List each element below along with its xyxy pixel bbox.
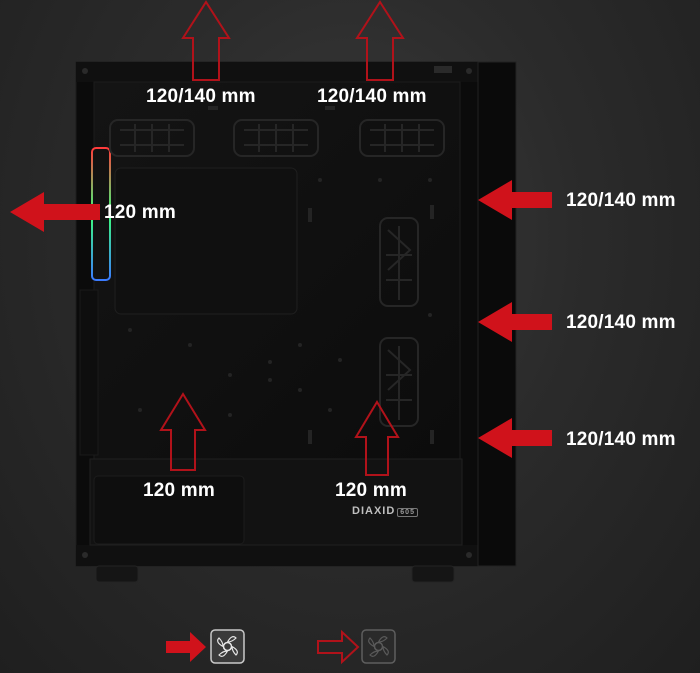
- case-body: [75, 61, 517, 583]
- top-fan-mounts: [109, 119, 445, 157]
- fan-intake-icon: [210, 629, 245, 664]
- front-fan-mounts: [379, 217, 419, 427]
- legend-solid-arrow: [166, 632, 206, 662]
- front-intake-arrow-bottom: [478, 418, 552, 458]
- front-middle-fan-label: 120/140 mm: [566, 312, 676, 333]
- top-left-fan-label: 120/140 mm: [146, 86, 256, 107]
- bottom-intake-arrow-right: [354, 400, 400, 476]
- rear-exhaust-arrow: [10, 192, 100, 232]
- tray-holes: [128, 106, 434, 444]
- bottom-left-fan-label: 120 mm: [143, 480, 215, 501]
- top-exhaust-arrow-right: [355, 0, 405, 81]
- front-top-fan-label: 120/140 mm: [566, 190, 676, 211]
- bottom-intake-arrow-left: [159, 392, 207, 471]
- bottom-right-fan-label: 120 mm: [335, 480, 407, 501]
- fan-exhaust-icon: [361, 629, 396, 664]
- top-right-fan-label: 120/140 mm: [317, 86, 427, 107]
- front-intake-arrow-middle: [478, 302, 552, 342]
- front-intake-arrow-top: [478, 180, 552, 220]
- front-bottom-fan-label: 120/140 mm: [566, 429, 676, 450]
- brand-model: 605: [397, 508, 418, 517]
- brand-name: DIAXID: [352, 505, 396, 517]
- rear-fan-label: 120 mm: [104, 202, 176, 223]
- top-exhaust-arrow-left: [181, 0, 231, 81]
- legend-outline-arrow: [317, 629, 360, 665]
